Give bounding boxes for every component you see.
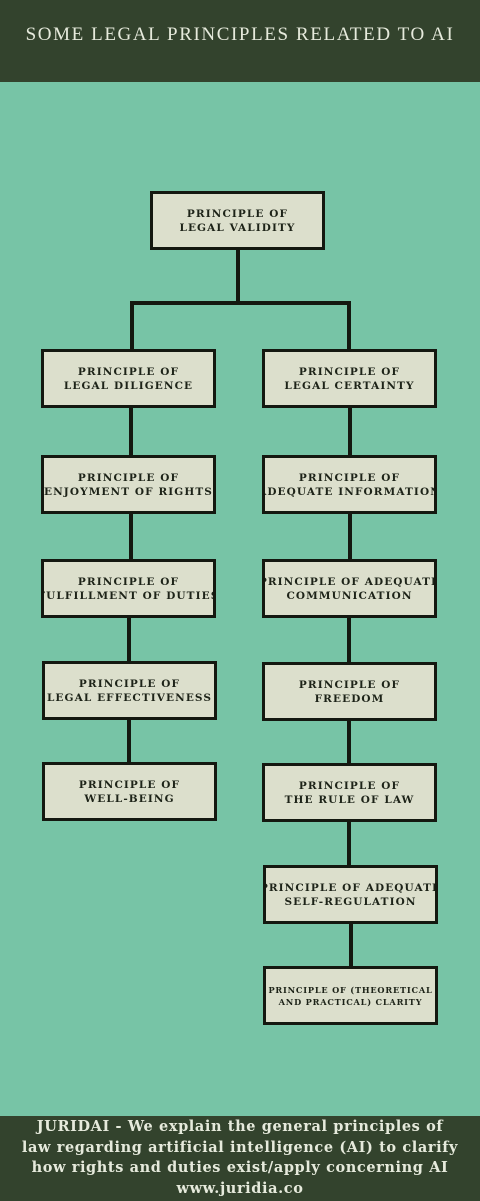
principle-box-left: PRINCIPLE OF LEGAL DILIGENCE <box>41 349 216 408</box>
principle-box-left: PRINCIPLE OF LEGAL EFFECTIVENESS <box>42 661 217 720</box>
principle-label: THE RULE OF LAW <box>284 793 415 806</box>
principle-box-right: PRINCIPLE OF ADEQUATE INFORMATION <box>262 455 437 514</box>
principle-box-left: PRINCIPLE OF FULFILLMENT OF DUTIES <box>41 559 216 618</box>
diagram-area: PRINCIPLE OF LEGAL VALIDITY PRINCIPLE OF… <box>0 82 480 1116</box>
left-connector-line <box>130 301 134 351</box>
principle-label: PRINCIPLE OF <box>298 779 401 792</box>
header-banner: SOME LEGAL PRINCIPLES RELATED TO AI <box>0 0 480 82</box>
principle-label: PRINCIPLE OF <box>298 365 401 378</box>
principle-label: PRINCIPLE OF ADEQUATE <box>262 575 437 588</box>
principle-box-right: PRINCIPLE OF ADEQUATE SELF-REGULATION <box>263 865 438 924</box>
principle-label: PRINCIPLE OF <box>298 678 401 691</box>
principle-box-left: PRINCIPLE OF ENJOYMENT OF RIGHTS <box>41 455 216 514</box>
principle-label: LEGAL EFFECTIVENESS <box>46 691 213 704</box>
principle-label: FULFILLMENT OF DUTIES <box>41 589 216 602</box>
left-connector-line <box>127 719 131 764</box>
principle-label: ENJOYMENT OF RIGHTS <box>44 485 213 498</box>
right-connector-line <box>347 720 351 765</box>
principle-label: LEGAL DILIGENCE <box>63 379 194 392</box>
principle-box-right: PRINCIPLE OF THE RULE OF LAW <box>262 763 437 822</box>
principle-label: PRINCIPLE OF ADEQUATE <box>263 881 438 894</box>
principle-label: PRINCIPLE OF <box>186 207 289 220</box>
principle-label: FREEDOM <box>314 692 385 705</box>
left-connector-line <box>127 617 131 663</box>
right-connector-line <box>349 923 353 969</box>
principle-label: PRINCIPLE OF (THEORETICAL <box>268 984 433 995</box>
root-stem-line <box>236 249 240 301</box>
principle-label: PRINCIPLE OF <box>298 471 401 484</box>
principle-box-right: PRINCIPLE OF ADEQUATE COMMUNICATION <box>262 559 437 618</box>
principle-box-left: PRINCIPLE OF WELL-BEING <box>42 762 217 821</box>
left-connector-line <box>129 407 133 457</box>
right-connector-line <box>347 617 351 664</box>
left-connector-line <box>129 513 133 561</box>
principle-label: AND PRACTICAL) CLARITY <box>278 996 423 1007</box>
page-title: SOME LEGAL PRINCIPLES RELATED TO AI <box>25 24 455 45</box>
principle-box-root: PRINCIPLE OF LEGAL VALIDITY <box>150 191 325 250</box>
principle-box-right: PRINCIPLE OF LEGAL CERTAINTY <box>262 349 437 408</box>
footer-website-link[interactable]: www.juridia.co <box>176 1179 304 1197</box>
right-connector-line <box>348 513 352 561</box>
principle-label: SELF-REGULATION <box>284 895 417 908</box>
principle-label: PRINCIPLE OF <box>77 471 180 484</box>
right-connector-line <box>347 821 351 867</box>
principle-box-right: PRINCIPLE OF (THEORETICAL AND PRACTICAL)… <box>263 966 438 1025</box>
right-connector-line <box>348 407 352 457</box>
principle-label: PRINCIPLE OF <box>78 778 181 791</box>
principle-label: WELL-BEING <box>84 792 175 805</box>
branch-crossbar-line <box>130 301 351 305</box>
footer-banner: JURIDAI - We explain the general princip… <box>0 1116 480 1201</box>
principle-label: LEGAL CERTAINTY <box>284 379 415 392</box>
principle-label: PRINCIPLE OF <box>77 575 180 588</box>
principle-label: PRINCIPLE OF <box>78 677 181 690</box>
right-connector-line <box>347 301 351 351</box>
principle-label: COMMUNICATION <box>286 589 413 602</box>
principle-label: ADEQUATE INFORMATION <box>262 485 437 498</box>
footer-text-line: law regarding artificial intelligence (A… <box>21 1138 459 1156</box>
footer-text-line: JURIDAI - We explain the general princip… <box>36 1118 444 1135</box>
principle-box-right: PRINCIPLE OF FREEDOM <box>262 662 437 721</box>
footer-text-line: how rights and duties exist/apply concer… <box>31 1159 449 1176</box>
principle-label: PRINCIPLE OF <box>77 365 180 378</box>
principle-label: LEGAL VALIDITY <box>179 221 296 234</box>
